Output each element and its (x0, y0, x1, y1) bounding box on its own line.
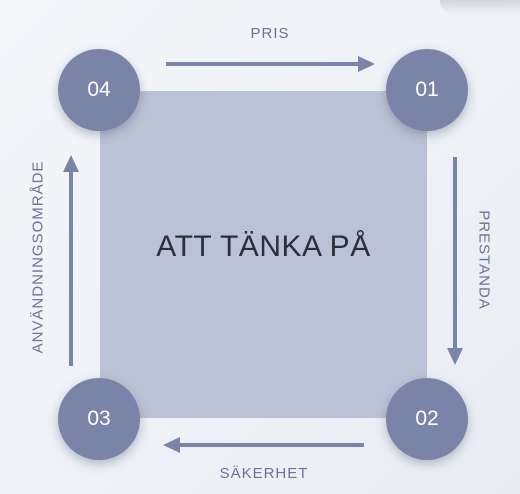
node-04: 04 (58, 49, 140, 131)
node-03: 03 (58, 378, 140, 460)
arrow-left (63, 155, 79, 366)
node-01: 01 (386, 49, 468, 131)
center-title: ATT TÄNKA PÅ (156, 229, 371, 263)
arrow-top (166, 56, 375, 72)
center-square (100, 91, 427, 418)
arrow-bottom (163, 437, 364, 453)
arrow-right (447, 157, 463, 365)
label-prestanda: PRESTANDA (475, 210, 493, 310)
corner-shade (440, 0, 520, 14)
label-pris: PRIS (250, 25, 290, 42)
label-sakerhet: SÄKERHET (219, 465, 309, 482)
label-anvandningsomrade: ANVÄNDNINGSOMRÅDE (29, 160, 47, 354)
node-02: 02 (386, 378, 468, 460)
